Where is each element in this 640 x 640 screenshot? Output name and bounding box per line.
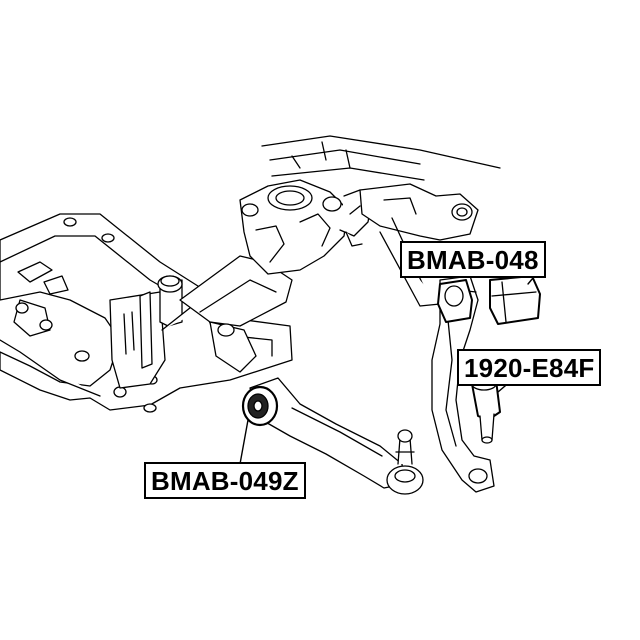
curved-control-arm [431,275,495,493]
mount-bracket [109,275,211,389]
lower-control-arm [249,377,424,495]
part-label-1920-e84f: 1920-E84F [457,349,602,386]
bushing-048-left [437,279,473,323]
connecting-member [179,255,293,373]
bushing-049z [241,385,279,427]
bushing-048-right [489,275,541,325]
leader-049z [239,419,249,465]
part-label-bmab-048: BMAB-048 [400,241,546,278]
part-label-bmab-049z: BMAB-049Z [144,462,306,499]
upper-rails [261,135,501,181]
knuckle [239,179,373,275]
ball-joint-e84f [471,377,501,444]
